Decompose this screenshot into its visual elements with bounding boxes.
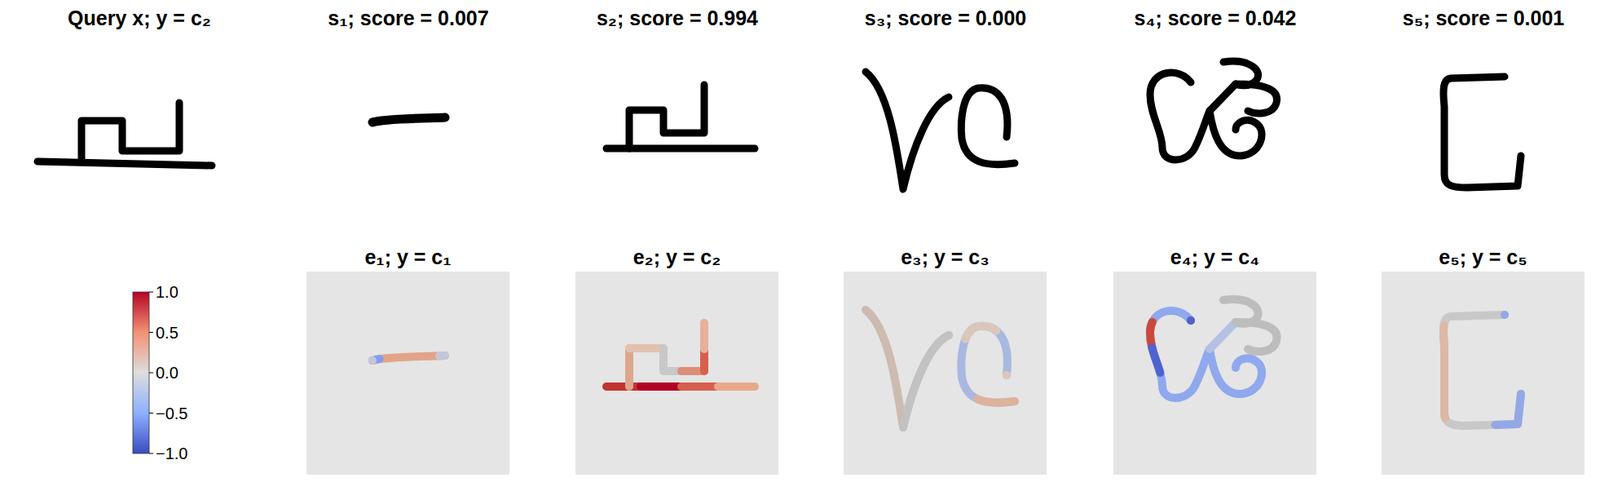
panel-title: e₅; y = c₅ <box>1438 246 1527 269</box>
score-title: s₁; score = 0.007 <box>327 7 489 31</box>
heatmap-glyph <box>372 355 446 361</box>
colorbar-tick: −0.5 <box>155 404 188 423</box>
support-glyph <box>1443 76 1521 188</box>
colorbar-tick: 1.0 <box>155 282 179 301</box>
panel-title: e₄; y = c₄ <box>1170 246 1260 269</box>
colorbar-tick: 0.0 <box>155 363 179 382</box>
heatmap-glyph <box>1443 314 1521 426</box>
score-title: s₃; score = 0.000 <box>864 7 1027 31</box>
support-glyph <box>1150 61 1278 160</box>
panel-title: e₁; y = c₁ <box>364 246 451 269</box>
explanation-panel: e₅; y = c₅ <box>1381 271 1585 475</box>
colorbar <box>132 291 154 454</box>
query-title: Query x; y = c₂ <box>67 7 212 31</box>
panel-title: e₃; y = c₃ <box>900 246 990 269</box>
colorbar-tick: −1.0 <box>155 444 188 463</box>
score-title: s₄; score = 0.042 <box>1134 7 1297 31</box>
score-title: s₅; score = 0.001 <box>1402 7 1565 31</box>
explanation-panel: e₁; y = c₁ <box>306 271 510 475</box>
colorbar-tick: 0.5 <box>155 323 179 342</box>
panel-title: e₂; y = c₂ <box>633 246 722 269</box>
score-title: s₂; score = 0.994 <box>596 7 759 31</box>
query-glyph <box>37 102 212 166</box>
support-glyph <box>865 71 1015 190</box>
heatmap-glyph <box>865 309 1015 428</box>
heatmap-glyph <box>1150 299 1278 398</box>
heatmap-glyph <box>606 322 755 387</box>
support-glyph <box>606 84 755 149</box>
explanation-panel: e₃; y = c₃ <box>843 271 1047 475</box>
support-glyph <box>372 117 446 123</box>
